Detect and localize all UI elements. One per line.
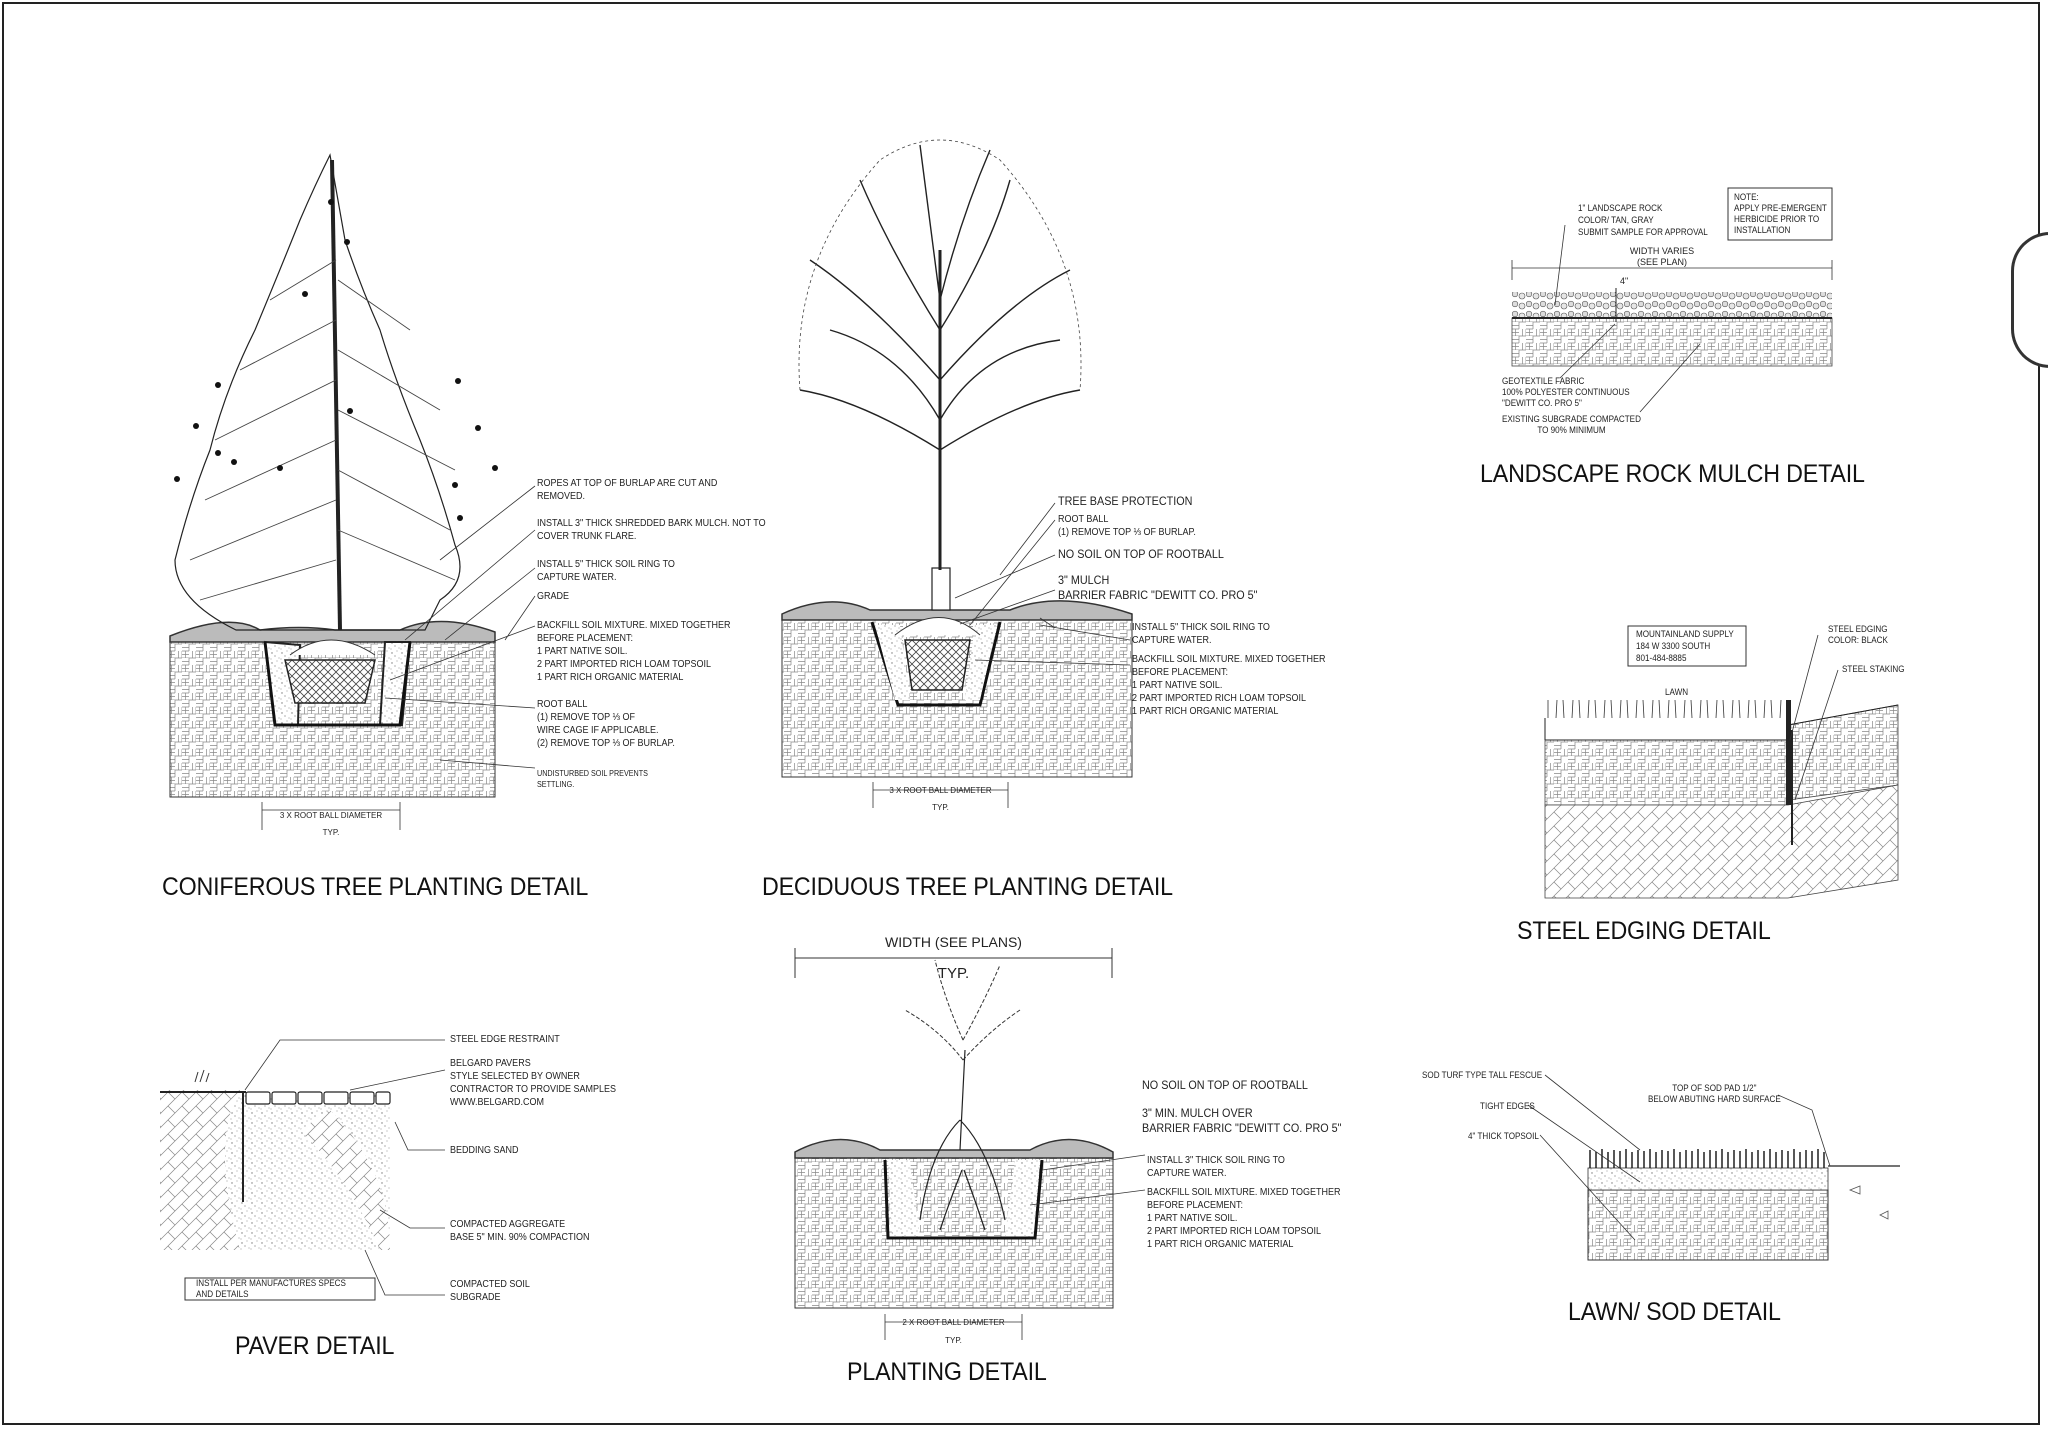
coniferous-note-rootball: ROOT BALL (1) REMOVE TOP ⅓ OF WIRE CAGE … [537,699,675,749]
lawn-sod-drawing [1527,1074,1900,1261]
coniferous-note-ring: INSTALL 5" THICK SOIL RING TO CAPTURE WA… [537,559,675,583]
deciduous-note-mulch: 3" MULCH BARRIER FABRIC "DEWITT CO. PRO … [1058,573,1258,602]
rock-mulch-note-subgrade: EXISTING SUBGRADE COMPACTED TO 90% MINIM… [1502,414,1641,435]
coniferous-note-ropes: ROPES AT TOP OF BURLAP ARE CUT AND REMOV… [537,478,718,502]
planting-typ: TYP. [937,965,970,982]
paver-note-install: INSTALL PER MANUFACTURES SPECS AND DETAI… [196,1278,346,1299]
planting-note-mulch: 3" MIN. MULCH OVER BARRIER FABRIC "DEWIT… [1142,1106,1342,1135]
lawn-sod-title: LAWN/ SOD DETAIL [1568,1298,1781,1326]
coniferous-dim-label: 3 X ROOT BALL DIAMETER [279,811,383,820]
deciduous-note-ring: INSTALL 5" THICK SOIL RING TO CAPTURE WA… [1132,622,1270,646]
steel-edging-note-edging: STEEL EDGING COLOR: BLACK [1828,624,1888,645]
rock-mulch-width: WIDTH VARIES (SEE PLAN) [1629,246,1695,267]
rock-mulch-note-fabric: GEOTEXTILE FABRIC 100% POLYESTER CONTINU… [1502,376,1630,408]
coniferous-title: CONIFEROUS TREE PLANTING DETAIL [162,873,589,901]
planting-note-nosoil: NO SOIL ON TOP OF ROOTBALL [1142,1078,1308,1092]
planting-drawing [794,948,1146,1340]
rock-mulch-note-box: NOTE: APPLY PRE-EMERGENT HERBICIDE PRIOR… [1734,192,1827,235]
deciduous-dim-typ: TYP. [932,803,949,812]
paver-title: PAVER DETAIL [235,1332,395,1360]
paver-note-pavers: BELGARD PAVERS STYLE SELECTED BY OWNER C… [450,1058,617,1108]
deciduous-note-backfill: BACKFILL SOIL MIXTURE. MIXED TOGETHER BE… [1132,654,1326,717]
coniferous-note-grade: GRADE [537,591,570,602]
steel-edging-lawn-label: LAWN [1665,687,1689,697]
steel-edging-title: STEEL EDGING DETAIL [1517,917,1771,945]
rock-mulch-title: LANDSCAPE ROCK MULCH DETAIL [1480,460,1865,488]
lawn-sod-note-pad: TOP OF SOD PAD 1/2" BELOW ABUTING HARD S… [1648,1083,1781,1104]
coniferous-drawing [169,153,536,830]
steel-edging-note-staking: STEEL STAKING [1842,664,1905,674]
deciduous-note-protection: TREE BASE PROTECTION [1058,494,1193,508]
coniferous-note-mulch: INSTALL 3" THICK SHREDDED BARK MULCH. NO… [537,518,766,542]
steel-edging-drawing [1544,625,1899,899]
planting-title: PLANTING DETAIL [847,1358,1047,1386]
paver-note-sand: BEDDING SAND [450,1145,519,1156]
rock-mulch-note-rock: 1" LANDSCAPE ROCK COLOR/ TAN, GRAY SUBMI… [1578,203,1708,237]
deciduous-title: DECIDUOUS TREE PLANTING DETAIL [762,873,1173,901]
paver-note-soil: COMPACTED SOIL SUBGRADE [450,1279,530,1303]
rock-mulch-drawing [1511,187,1833,413]
rock-mulch-depth: 4" [1620,276,1629,286]
planting-width: WIDTH (SEE PLANS) [885,934,1022,950]
coniferous-note-undisturbed: UNDISTURBED SOIL PREVENTS SETTLING. [537,769,648,789]
coniferous-note-backfill: BACKFILL SOIL MIXTURE. MIXED TOGETHER BE… [537,620,731,683]
deciduous-note-nosoil: NO SOIL ON TOP OF ROOTBALL [1058,547,1224,561]
lawn-sod-note-topsoil: 4" THICK TOPSOIL [1468,1131,1539,1141]
deciduous-drawing [781,139,1133,808]
deciduous-dim-label: 3 X ROOT BALL DIAMETER [889,786,992,795]
paver-note-aggregate: COMPACTED AGGREGATE BASE 5" MIN. 90% COM… [450,1219,590,1243]
coniferous-dim-typ: TYP. [322,828,340,837]
planting-dim-label: 2 X ROOT BALL DIAMETER [902,1318,1005,1327]
lawn-sod-note-edges: TIGHT EDGES [1480,1101,1535,1111]
deciduous-note-rootball: ROOT BALL (1) REMOVE TOP ⅓ OF BURLAP. [1058,514,1196,538]
paver-drawing [160,1039,446,1301]
steel-edging-supplier: MOUNTAINLAND SUPPLY 184 W 3300 SOUTH 801… [1636,629,1734,663]
lawn-sod-note-sod: SOD TURF TYPE TALL FESCUE [1422,1070,1543,1080]
planting-note-backfill: BACKFILL SOIL MIXTURE. MIXED TOGETHER BE… [1147,1187,1341,1250]
planting-dim-typ: TYP. [945,1336,962,1345]
planting-note-ring: INSTALL 3" THICK SOIL RING TO CAPTURE WA… [1147,1155,1285,1179]
paver-note-restraint: STEEL EDGE RESTRAINT [450,1034,560,1045]
